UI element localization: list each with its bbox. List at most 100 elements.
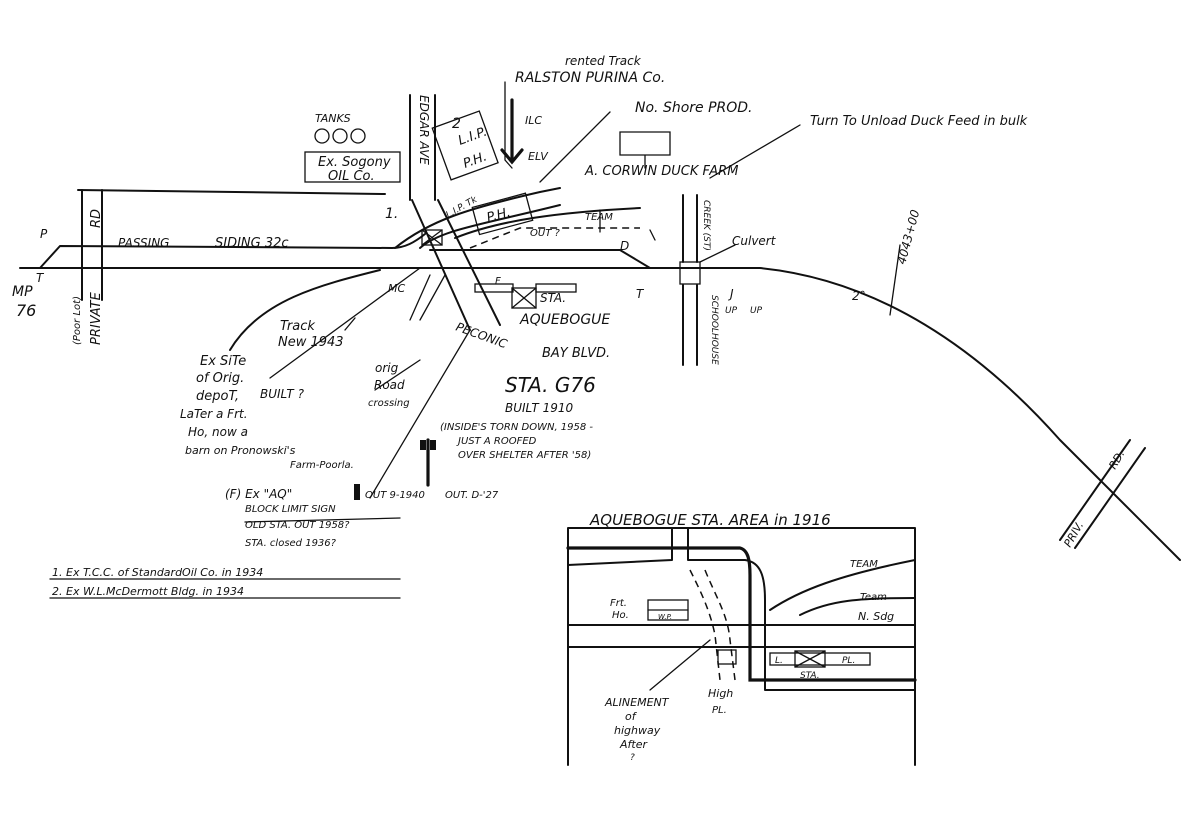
ph-top-label: P.H. bbox=[461, 149, 489, 171]
inset-wp-label: W.P. bbox=[658, 613, 672, 621]
tank-2 bbox=[332, 128, 348, 144]
sta-closed-label: STA. closed 1936? bbox=[245, 538, 337, 549]
inside-label-2: JUST A ROOFED bbox=[456, 436, 537, 447]
orig-road-line bbox=[409, 274, 446, 321]
ex-site-label-7: Farm-Poorla. bbox=[290, 460, 354, 471]
inset-title: AQUEBOGUE STA. AREA in 1916 bbox=[589, 511, 831, 529]
private-label: PRIVATE bbox=[89, 291, 104, 345]
peconic-bay-blvd-road bbox=[411, 199, 501, 331]
tanks-label: TANKS bbox=[315, 112, 351, 125]
f-mark-label: F bbox=[495, 276, 501, 287]
creek-label: CREEK (ST) bbox=[701, 200, 711, 251]
inset-team-label: TEAM bbox=[850, 559, 878, 570]
inset-siding bbox=[566, 546, 917, 682]
sogony-box bbox=[304, 151, 401, 183]
mc-label: MC bbox=[388, 282, 405, 295]
sta-label: STA. bbox=[540, 291, 566, 305]
built-1910-label: BUILT 1910 bbox=[505, 401, 573, 415]
inset-high-pl-box bbox=[717, 649, 737, 665]
culvert-label: Culvert bbox=[732, 234, 777, 248]
j-label: J bbox=[728, 287, 734, 301]
siding-label: SIDING 32c bbox=[215, 236, 289, 251]
ilc-label: ILC bbox=[525, 114, 542, 127]
signal-head-1 bbox=[420, 440, 426, 450]
ralston-label: RALSTON PURINA Co. bbox=[515, 70, 665, 86]
out-label: OUT ? bbox=[530, 228, 560, 239]
tank-1 bbox=[314, 128, 330, 144]
inset-align-label-5: ? bbox=[630, 753, 635, 763]
inset-main-track bbox=[567, 624, 916, 648]
orig-road-label-2: Road bbox=[374, 378, 405, 392]
inset-n-sdg-label: N. Sdg bbox=[858, 610, 894, 623]
bay-blvd-label: BAY BLVD. bbox=[542, 346, 610, 361]
inset-align-leader bbox=[649, 639, 711, 691]
sogony-label-1: Ex. Sogony bbox=[318, 155, 391, 170]
corwin-label: A. CORWIN DUCK FARM bbox=[584, 164, 738, 179]
lip-box bbox=[431, 110, 499, 181]
ph-spur-track bbox=[419, 204, 561, 249]
ex-site-label-2: of Orig. bbox=[196, 371, 244, 386]
private-road bbox=[81, 189, 103, 301]
creek-line bbox=[682, 194, 698, 366]
platform-east bbox=[535, 283, 577, 293]
crossing-box bbox=[421, 229, 443, 246]
sogony-label-2: OIL Co. bbox=[328, 169, 375, 184]
new-1943-label: New 1943 bbox=[278, 335, 344, 350]
tank-3 bbox=[350, 128, 366, 144]
note1-label: 1. Ex T.C.C. of StandardOil Co. in 1934 bbox=[52, 566, 263, 579]
track-new-label: Track bbox=[280, 319, 315, 334]
built-q-label: BUILT ? bbox=[260, 387, 305, 401]
culvert-box bbox=[679, 261, 701, 285]
orig-road-label-3: crossing bbox=[368, 398, 410, 409]
passing-siding-track bbox=[39, 233, 426, 269]
inset-pl-label: PL. bbox=[842, 656, 855, 666]
team-label: TEAM bbox=[585, 212, 613, 223]
signal-head-2 bbox=[430, 440, 436, 450]
d-right-label: D bbox=[620, 239, 629, 253]
inside-label-3: OVER SHELTER AFTER '58) bbox=[458, 450, 591, 461]
inset-team-track bbox=[769, 559, 916, 611]
inset-highway-alignment bbox=[689, 569, 736, 681]
team-siding-track bbox=[429, 249, 651, 269]
team-track-end bbox=[599, 209, 656, 241]
inset-align-label-3: highway bbox=[614, 724, 661, 737]
ex-site-label-3: depoT, bbox=[196, 389, 239, 404]
out-d27-label: OUT. D-'27 bbox=[445, 490, 499, 501]
block-limit-post bbox=[354, 484, 360, 500]
sta-code-label: STA. G76 bbox=[505, 373, 596, 397]
station-box bbox=[511, 287, 537, 309]
inset-sta-label: STA. bbox=[800, 671, 820, 681]
old-siding-track bbox=[77, 189, 386, 195]
track-new-1943 bbox=[229, 269, 381, 351]
inset-station-cross bbox=[794, 650, 826, 668]
station-no-leader bbox=[889, 244, 901, 316]
mp-num-label: 76 bbox=[16, 301, 36, 320]
inset-team2-label: Team bbox=[860, 592, 887, 603]
ph-mid-label: P.H. bbox=[485, 205, 512, 226]
track-new-leader bbox=[344, 317, 356, 331]
up2-label: UP bbox=[750, 306, 763, 316]
station-cross bbox=[511, 287, 537, 309]
peconic-label: PECONIC bbox=[454, 320, 510, 352]
culvert-leader bbox=[699, 244, 736, 263]
aquebogue-label: AQUEBOGUE bbox=[519, 312, 610, 328]
inset-team2-track bbox=[799, 597, 916, 616]
inset-frt-label-2: Ho. bbox=[612, 610, 629, 621]
inset-align-label-2: of bbox=[625, 710, 638, 723]
ralston-leader bbox=[504, 81, 513, 169]
crossing-cross bbox=[421, 229, 443, 246]
inset-map bbox=[566, 527, 917, 766]
inset-l-label: L. bbox=[775, 656, 783, 666]
t-right-label: T bbox=[636, 287, 645, 301]
block-limit-leader bbox=[369, 329, 471, 499]
inside-label-1: (INSIDE'S TORN DOWN, 1958 - bbox=[440, 422, 593, 433]
passing-label: PASSING bbox=[118, 236, 169, 250]
inset-align-label-1: ALINEMENT bbox=[604, 696, 670, 709]
rented-track-label: rented Track bbox=[565, 54, 642, 68]
sta-closed-strike bbox=[244, 517, 401, 523]
ex-site-label-6: barn on Pronowski's bbox=[185, 444, 296, 457]
mp-label: MP bbox=[12, 284, 33, 300]
priv-rd-crossing bbox=[1059, 439, 1146, 549]
